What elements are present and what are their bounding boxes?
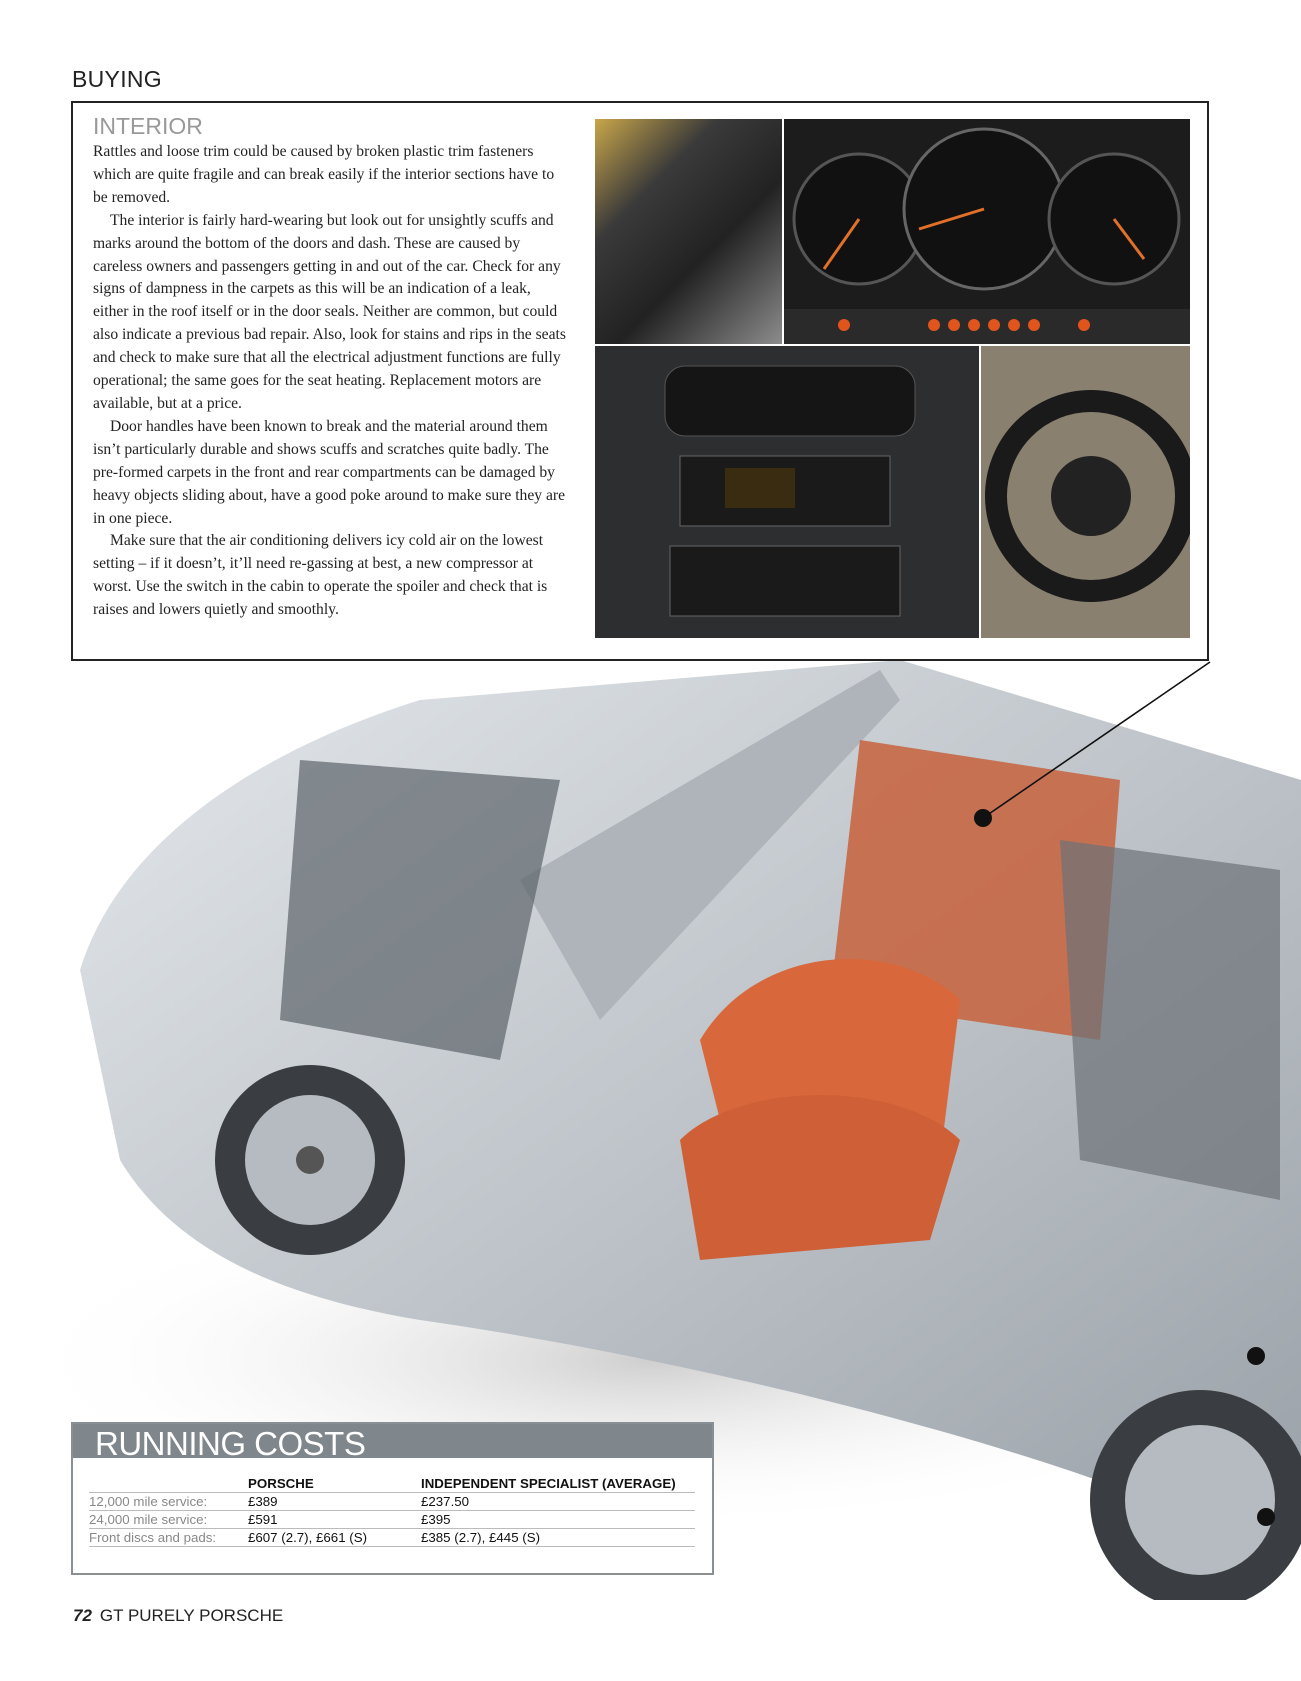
column-header: PORSCHE [248,1474,421,1493]
steering-wheel-photo [981,346,1190,638]
porsche-cost: £591 [248,1510,421,1529]
table-row: 12,000 mile service: £389 £237.50 [89,1492,695,1511]
paragraph: Make sure that the air conditioning deli… [93,532,548,619]
interior-heading: INTERIOR [93,113,203,139]
running-costs-table: PORSCHE INDEPENDENT SPECIALIST (AVERAGE)… [89,1474,695,1547]
interior-body: Rattles and loose trim could be caused b… [93,141,568,622]
section-label: BUYING [72,66,162,92]
table-row: Front discs and pads: £607 (2.7), £661 (… [89,1528,695,1547]
table-row: 24,000 mile service: £591 £395 [89,1510,695,1529]
publication-name: GT PURELY PORSCHE [99,1606,284,1625]
porsche-cost: £389 [248,1492,421,1511]
row-label: 24,000 mile service: [89,1510,248,1529]
paragraph: Door handles have been known to break an… [93,417,566,527]
specialist-cost: £237.50 [421,1492,695,1511]
specialist-cost: £385 (2.7), £445 (S) [421,1528,695,1547]
table-header-row: PORSCHE INDEPENDENT SPECIALIST (AVERAGE) [89,1474,695,1493]
row-label: 12,000 mile service: [89,1492,248,1511]
running-costs-heading: RUNNING COSTS [73,1424,712,1462]
gear-lever-photo [595,119,782,344]
page-footer: 72 GT PURELY PORSCHE [73,1606,283,1626]
specialist-cost: £395 [421,1510,695,1529]
porsche-cost: £607 (2.7), £661 (S) [248,1528,421,1547]
instrument-cluster-photo [784,119,1190,344]
running-costs-panel: RUNNING COSTS PORSCHE INDEPENDENT SPECIA… [71,1422,714,1575]
interior-panel: INTERIOR Rattles and loose trim could be… [71,101,1209,661]
centre-console-photo [595,346,979,638]
paragraph: Rattles and loose trim could be caused b… [93,143,555,206]
page-number: 72 [73,1606,92,1625]
column-header [89,1474,248,1493]
row-label: Front discs and pads: [89,1528,248,1547]
paragraph: The interior is fairly hard-wearing but … [93,211,566,412]
column-header: INDEPENDENT SPECIALIST (AVERAGE) [421,1474,695,1493]
